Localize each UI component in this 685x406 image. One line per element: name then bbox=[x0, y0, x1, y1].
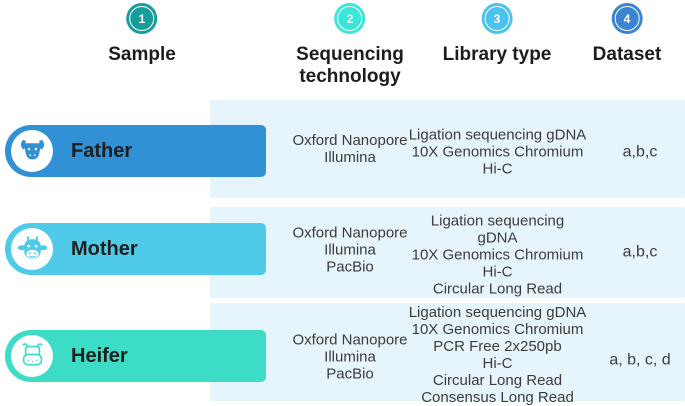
sample-bar-mother: Mother bbox=[5, 223, 266, 275]
library-line: Consensus Long Read bbox=[421, 389, 574, 406]
library-line: PCR Free 2x250pb bbox=[433, 338, 562, 355]
library-line: Hi-C bbox=[482, 263, 513, 281]
column-header-sequencing-technology: 2 Sequencing technology bbox=[296, 3, 404, 88]
cow-head-icon bbox=[17, 235, 47, 258]
step-3-circle: 3 bbox=[481, 3, 513, 34]
technology-line: Illumina bbox=[324, 241, 376, 259]
sample-label: Mother bbox=[71, 237, 138, 260]
column-label-dataset: Dataset bbox=[592, 44, 662, 65]
technology-line: Oxford Nanopore bbox=[292, 132, 408, 149]
column-label-library-type: Library type bbox=[442, 44, 552, 65]
library-line: Circular Long Read bbox=[432, 372, 563, 389]
sample-bar-heifer: Heifer bbox=[5, 330, 266, 382]
step-4-circle: 4 bbox=[611, 3, 643, 34]
technology-line: Illumina bbox=[324, 149, 376, 166]
step-2-circle: 2 bbox=[334, 3, 366, 34]
dataset-cell-mother: a,b,c bbox=[622, 243, 658, 261]
column-header-dataset: 4 Dataset bbox=[592, 3, 662, 66]
sample-icon-badge bbox=[11, 130, 53, 172]
library-line: Circular Long Read bbox=[432, 280, 563, 298]
library-line: Hi-C bbox=[482, 355, 513, 372]
sample-label: Heifer bbox=[71, 344, 128, 367]
column-header-sample: 1 Sample bbox=[108, 3, 176, 66]
step-1-circle: 1 bbox=[126, 3, 158, 34]
sample-bar-father: Father bbox=[5, 125, 266, 177]
sequencing-technology-cell-father: Oxford Nanopore Illumina bbox=[270, 132, 430, 166]
row-panel-heifer bbox=[210, 303, 685, 401]
technology-line: PacBio bbox=[326, 365, 374, 383]
technology-line: Illumina bbox=[324, 348, 376, 366]
library-line: 10X Genomics Chromium bbox=[411, 143, 584, 161]
column-header-library-type: 3 Library type bbox=[442, 3, 552, 66]
sequencing-technology-cell-mother: Oxford Nanopore Illumina PacBio bbox=[270, 225, 430, 276]
sample-icon-badge bbox=[11, 228, 53, 270]
library-line: Ligation sequencing bbox=[430, 212, 565, 230]
library-line: Hi-C bbox=[482, 160, 513, 178]
step-2-number: 2 bbox=[346, 11, 354, 26]
technology-line: Oxford Nanopore bbox=[292, 224, 408, 242]
row-panel-mother bbox=[210, 207, 685, 298]
sample-label: Father bbox=[71, 139, 133, 162]
dataset-cell-heifer: a, b, c, d bbox=[609, 351, 671, 369]
row-panel-father bbox=[210, 100, 685, 198]
sequencing-technology-cell-heifer: Oxford Nanopore Illumina PacBio bbox=[270, 332, 430, 383]
step-4-number: 4 bbox=[623, 11, 631, 26]
dataset-cell-father: a,b,c bbox=[622, 143, 658, 161]
library-line: Ligation sequencing gDNA bbox=[408, 304, 587, 321]
library-type-cell-heifer: Ligation sequencing gDNA 10X Genomics Ch… bbox=[395, 304, 600, 406]
step-3-number: 3 bbox=[493, 11, 501, 26]
calf-head-icon bbox=[21, 342, 43, 366]
technology-line: PacBio bbox=[326, 258, 374, 276]
library-line: 10X Genomics Chromium bbox=[411, 321, 584, 338]
library-type-cell-mother: Ligation sequencing gDNA 10X Genomics Ch… bbox=[395, 213, 600, 298]
library-type-cell-father: Ligation sequencing gDNA 10X Genomics Ch… bbox=[395, 127, 600, 178]
column-label-sample: Sample bbox=[108, 44, 176, 65]
sample-icon-badge bbox=[11, 335, 53, 377]
library-line: 10X Genomics Chromium bbox=[411, 246, 584, 264]
column-label-sequencing-technology: Sequencing technology bbox=[296, 44, 404, 87]
bull-head-icon bbox=[20, 139, 44, 159]
library-line: Ligation sequencing gDNA bbox=[408, 126, 587, 144]
technology-line: Oxford Nanopore bbox=[292, 331, 408, 349]
step-1-number: 1 bbox=[138, 11, 146, 26]
library-line: gDNA bbox=[477, 229, 518, 247]
